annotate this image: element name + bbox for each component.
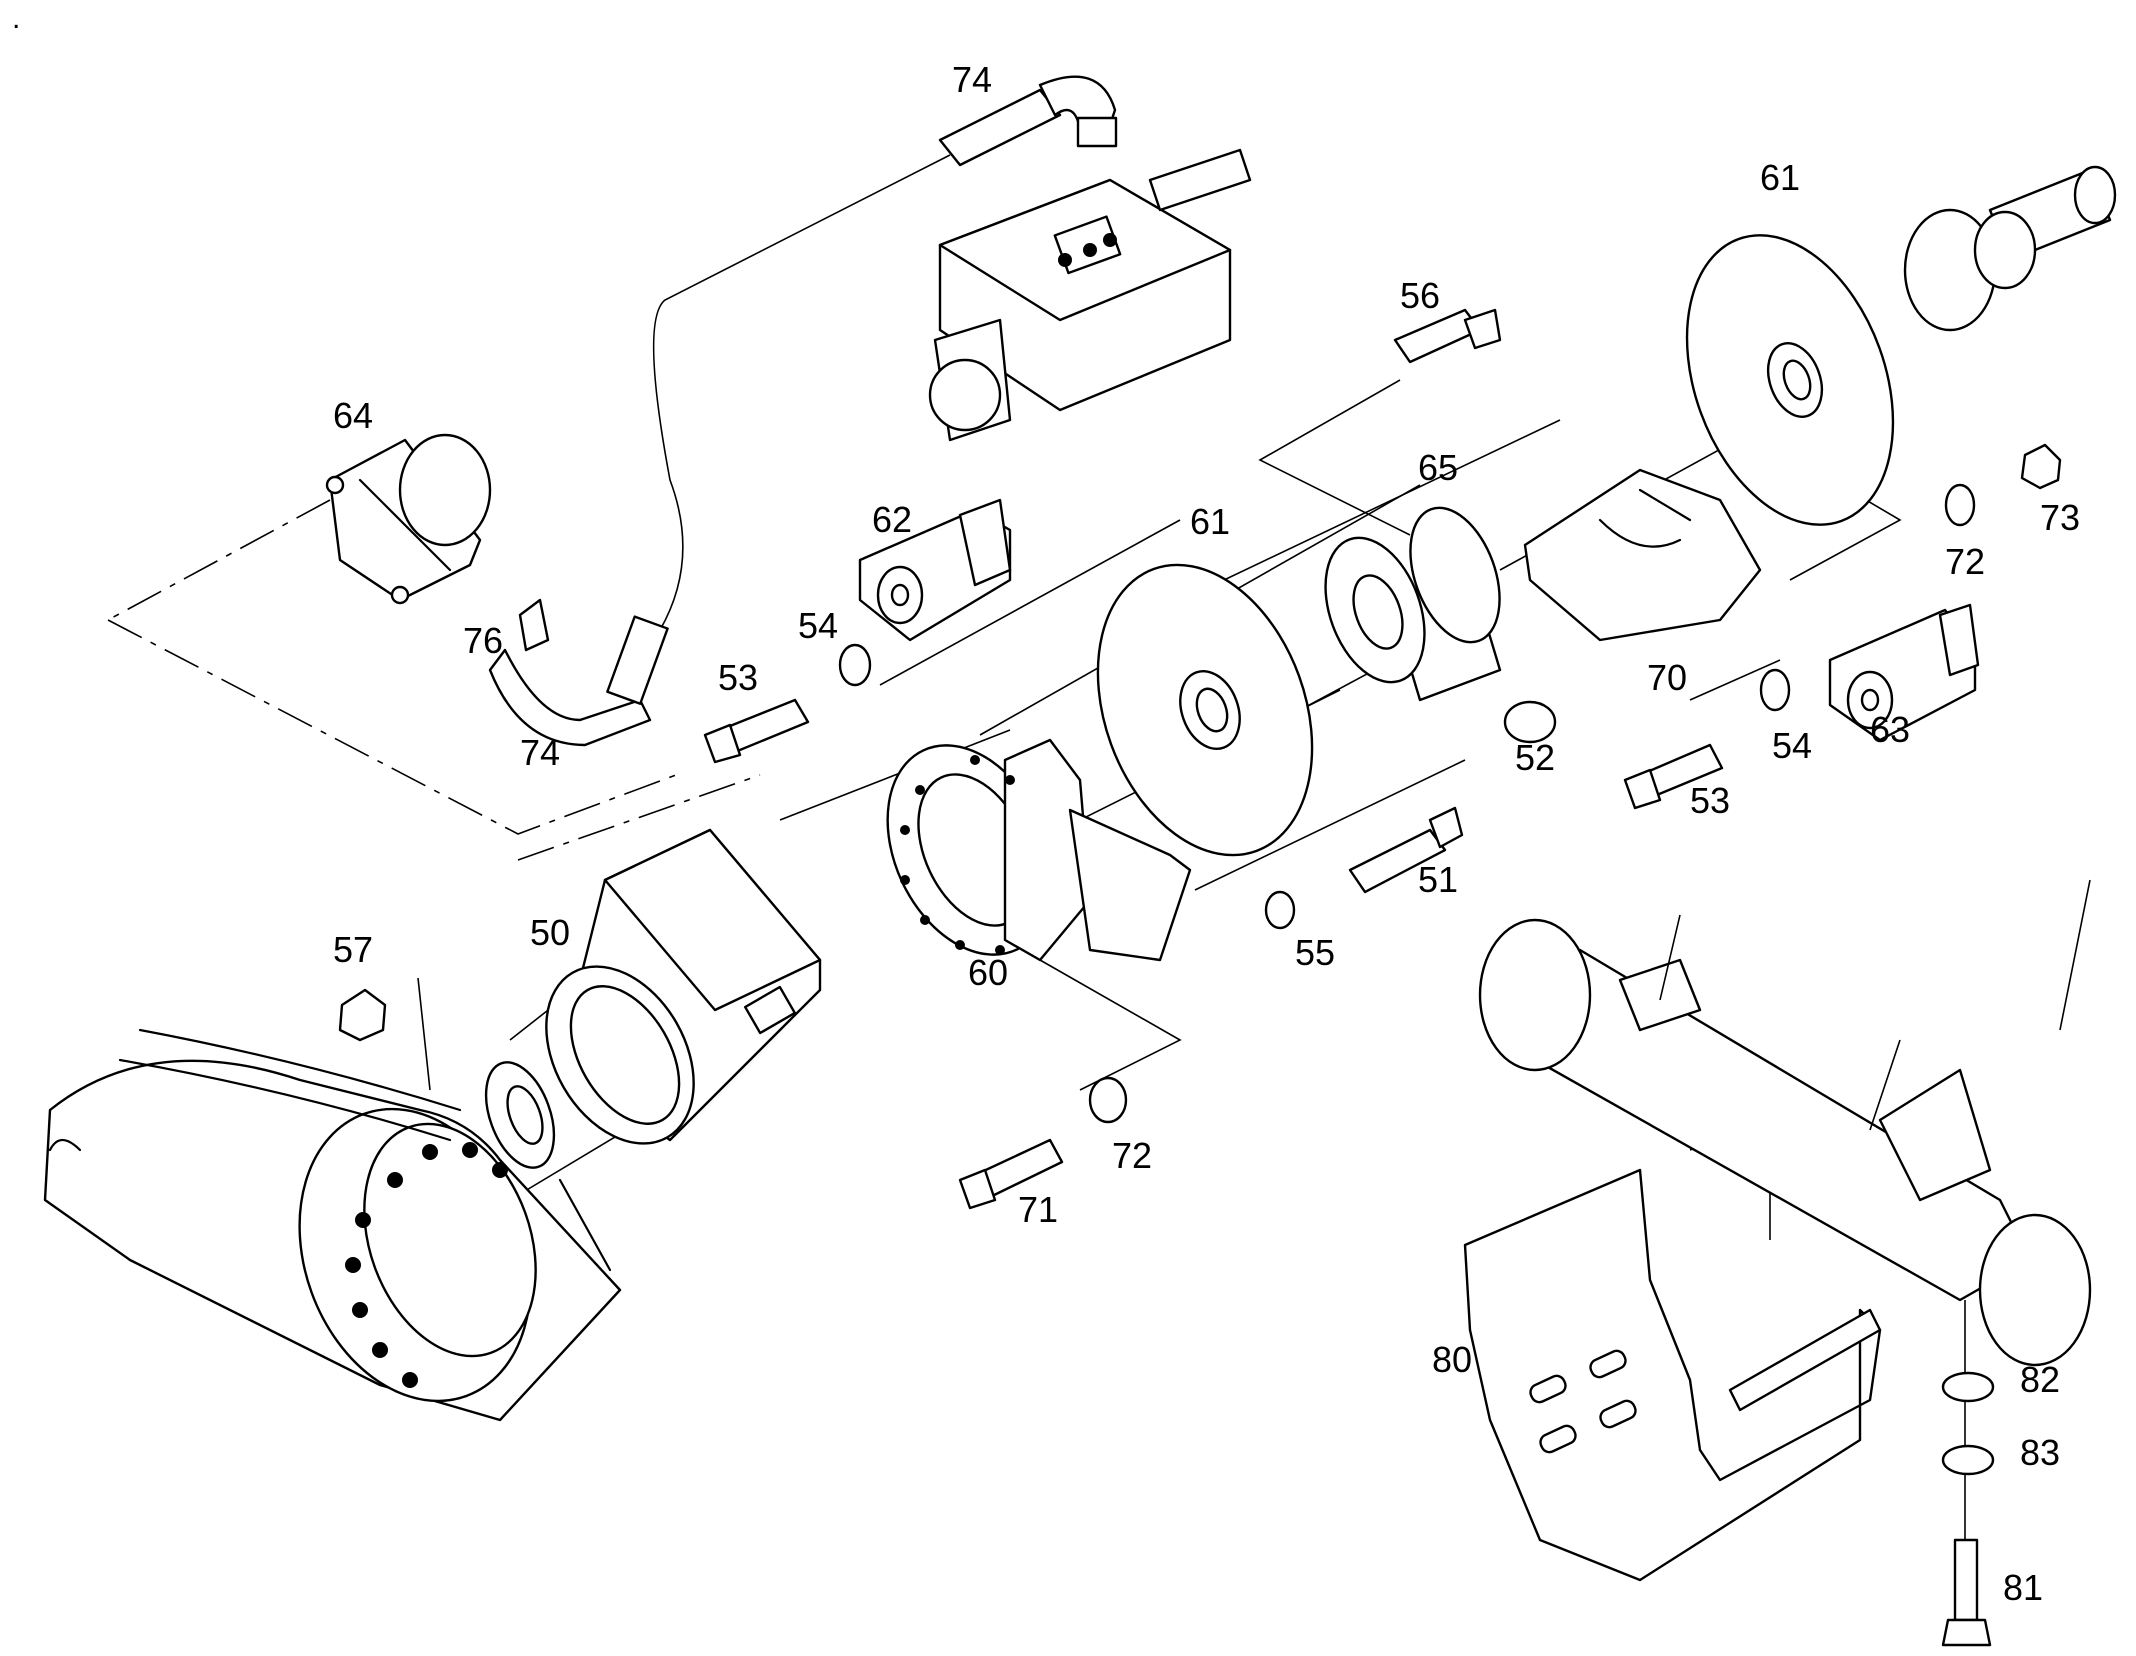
part-74-hose-upper <box>938 75 1118 167</box>
callout-63: 63 <box>1870 709 1910 750</box>
bolt-53-left <box>703 698 810 764</box>
callout-80: 80 <box>1432 1339 1472 1380</box>
callout-62: 62 <box>872 499 912 540</box>
callout-73: 73 <box>2040 497 2080 538</box>
callout-56: 56 <box>1400 275 1440 316</box>
axle-housing-left <box>43 1028 622 1422</box>
part-63-sensor-block <box>1828 603 1980 742</box>
callout-65: 65 <box>1418 447 1458 488</box>
bolt-53-right <box>1623 743 1724 810</box>
part-64-sensor-housing <box>325 433 492 605</box>
callout-55: 55 <box>1295 932 1335 973</box>
part-65-spacer-tube <box>1324 506 1502 702</box>
callout-51: 51 <box>1418 859 1458 900</box>
part-62-sensor-block <box>858 498 1012 642</box>
callout-74-top: 74 <box>952 59 992 100</box>
part-61-disc-center <box>1096 563 1314 857</box>
valve-block <box>928 148 1252 442</box>
callout-53-left: 53 <box>718 657 758 698</box>
washers <box>838 483 1995 1476</box>
callout-61-right: 61 <box>1760 157 1800 198</box>
callout-64: 64 <box>333 395 373 436</box>
callout-54-left: 54 <box>798 605 838 646</box>
bolt-71 <box>958 1138 1064 1210</box>
part-61-disc-right <box>1685 234 1895 526</box>
part-70-bracket <box>1523 468 1762 642</box>
callout-labels: . 74 61 56 64 65 73 62 61 72 76 54 70 53… <box>12 2 2080 1608</box>
bolt-56 <box>1393 308 1502 364</box>
callout-72-lower: 72 <box>1112 1135 1152 1176</box>
callout-83: 83 <box>2020 1432 2060 1473</box>
callout-53-right: 53 <box>1690 780 1730 821</box>
part-50-mounting-block <box>545 828 822 1145</box>
callout-57: 57 <box>333 929 373 970</box>
callout-61-center: 61 <box>1190 501 1230 542</box>
part-74-hose-lower <box>488 598 669 747</box>
callout-60: 60 <box>968 952 1008 993</box>
callout-70: 70 <box>1647 657 1687 698</box>
callout-82: 82 <box>2020 1359 2060 1400</box>
part-80-skid-plate <box>1463 1168 1882 1582</box>
callout-76: 76 <box>463 620 503 661</box>
axle-assembly-right <box>1478 914 2092 1367</box>
callout-52: 52 <box>1515 737 1555 778</box>
callout-54-right: 54 <box>1772 725 1812 766</box>
callout-81: 81 <box>2003 1567 2043 1608</box>
corner-mark: . <box>12 2 20 35</box>
bolt-81 <box>1941 1538 1992 1647</box>
callout-74-lower: 74 <box>520 732 560 773</box>
part-60-flange-housing <box>886 738 1192 962</box>
nuts <box>338 443 2062 1042</box>
shaft-yoke <box>1903 165 2117 332</box>
callout-71: 71 <box>1018 1189 1058 1230</box>
callout-50: 50 <box>530 912 570 953</box>
callout-72-right: 72 <box>1945 541 1985 582</box>
bolt-51 <box>1348 806 1464 894</box>
